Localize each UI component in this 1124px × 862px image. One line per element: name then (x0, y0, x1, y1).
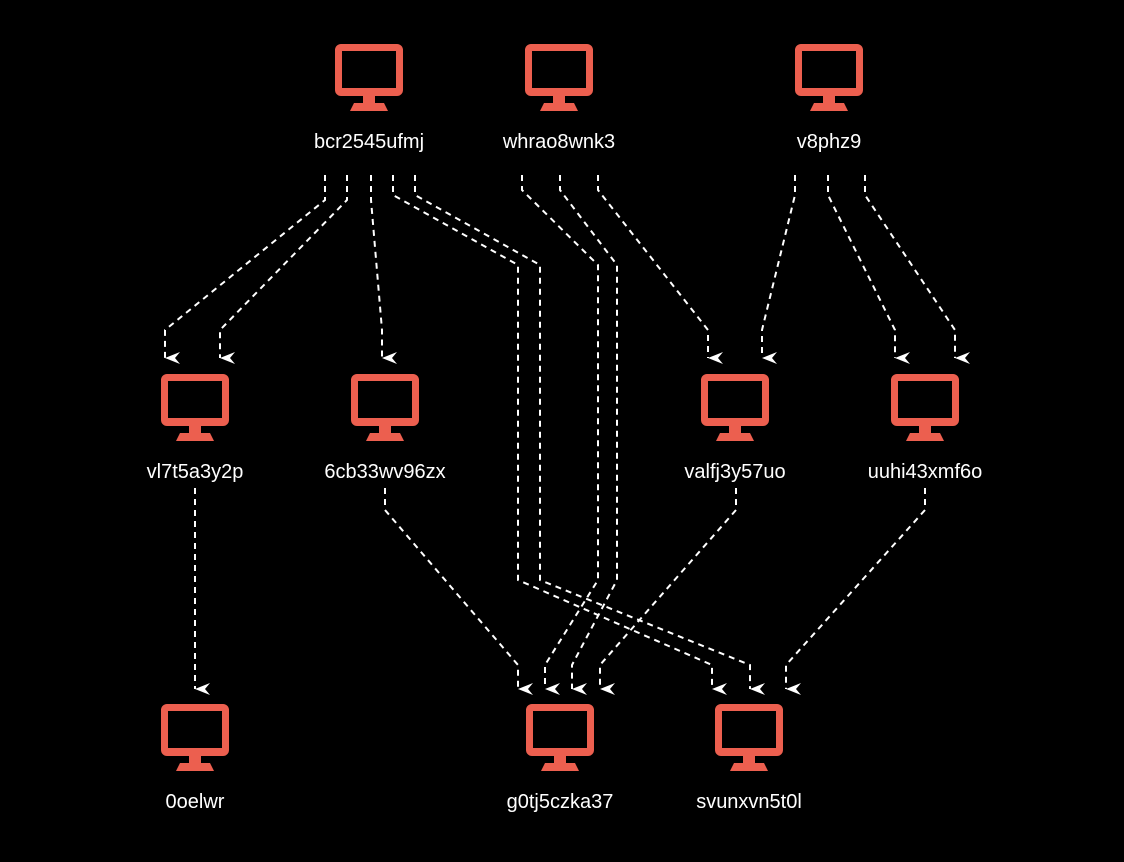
node-label: 0oelwr (166, 791, 225, 813)
node-0oelwr[interactable]: 0oelwr (161, 704, 229, 813)
monitor-icon (715, 704, 783, 771)
edge-v8phz9-to-uuhi43xmf6o (864, 175, 970, 364)
edge-6cb33wv96zx-to-g0tj5czka37 (384, 488, 533, 695)
monitor-icon (351, 374, 419, 441)
node-whrao8wnk3[interactable]: whrao8wnk3 (502, 44, 615, 153)
edge-whrao8wnk3-to-g0tj5czka37 (521, 175, 599, 695)
node-vl7t5a3y2p[interactable]: vl7t5a3y2p (147, 374, 244, 483)
edge-bcr2545ufmj-to-vl7t5a3y2p (164, 175, 326, 364)
monitor-icon (335, 44, 403, 111)
edges-layer (164, 175, 970, 695)
node-label: bcr2545ufmj (314, 131, 424, 153)
edge-bcr2545ufmj-to-vl7t5a3y2p (219, 175, 348, 364)
nodes-layer: bcr2545ufmj whrao8wnk3 v8phz9 vl7t5a3y2p 6cb… (147, 44, 983, 813)
edge-v8phz9-to-valfj3y57uo (761, 175, 796, 364)
node-valfj3y57uo[interactable]: valfj3y57uo (684, 374, 786, 483)
node-bcr2545ufmj[interactable]: bcr2545ufmj (314, 44, 424, 153)
monitor-icon (891, 374, 959, 441)
node-6cb33wv96zx[interactable]: 6cb33wv96zx (324, 374, 446, 483)
edge-whrao8wnk3-to-g0tj5czka37 (559, 175, 618, 695)
node-label: valfj3y57uo (684, 461, 785, 483)
monitor-icon (701, 374, 769, 441)
monitor-icon (525, 44, 593, 111)
node-label: g0tj5czka37 (507, 791, 614, 813)
node-label: svunxvn5t0l (696, 791, 802, 813)
edge-uuhi43xmf6o-to-svunxvn5t0l (785, 488, 926, 695)
node-label: whrao8wnk3 (502, 131, 615, 153)
edge-v8phz9-to-uuhi43xmf6o (827, 175, 910, 364)
monitor-icon (795, 44, 863, 111)
edge-bcr2545ufmj-to-svunxvn5t0l (414, 175, 765, 695)
node-label: vl7t5a3y2p (147, 461, 244, 483)
node-g0tj5czka37[interactable]: g0tj5czka37 (507, 704, 614, 813)
edge-valfj3y57uo-to-g0tj5czka37 (599, 488, 737, 695)
node-label: 6cb33wv96zx (324, 461, 445, 483)
node-label: uuhi43xmf6o (868, 461, 983, 483)
edge-bcr2545ufmj-to-6cb33wv96zx (370, 175, 397, 364)
monitor-icon (161, 704, 229, 771)
edge-bcr2545ufmj-to-svunxvn5t0l (392, 175, 727, 695)
node-uuhi43xmf6o[interactable]: uuhi43xmf6o (868, 374, 983, 483)
edge-whrao8wnk3-to-valfj3y57uo (597, 175, 723, 364)
node-svunxvn5t0l[interactable]: svunxvn5t0l (696, 704, 802, 813)
monitor-icon (526, 704, 594, 771)
monitor-icon (161, 374, 229, 441)
node-label: v8phz9 (797, 131, 862, 153)
node-v8phz9[interactable]: v8phz9 (795, 44, 863, 153)
